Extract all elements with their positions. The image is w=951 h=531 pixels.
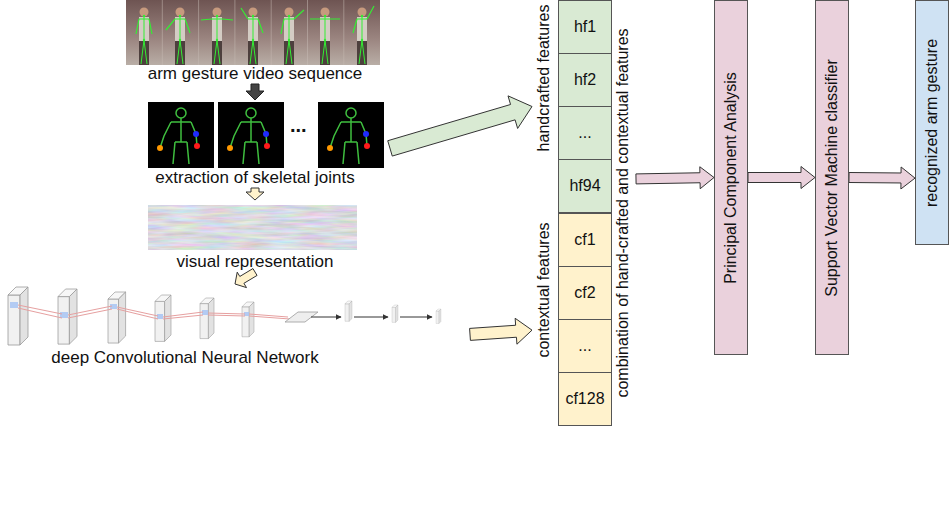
block-arrow [636, 167, 714, 189]
process-box: Principal Component Analysis [714, 0, 748, 355]
feature-group: hf1 hf2... hf94 handcrafted features [532, 0, 614, 213]
arm [241, 8, 263, 33]
kernel-patch [60, 312, 68, 318]
cell-text: ... [578, 124, 591, 142]
feature-map [200, 298, 214, 339]
feature-map [108, 292, 126, 343]
output-box: recognized arm gesture [915, 0, 949, 245]
dense-layer [345, 301, 352, 321]
group-label: handcrafted features [535, 5, 553, 152]
block-arrow [748, 167, 815, 189]
video-frame [241, 8, 263, 66]
group-label: combination of hand-crafted and contextu… [614, 28, 632, 397]
arm [201, 19, 233, 20]
arm [281, 10, 304, 34]
cnn-illustration [8, 287, 441, 345]
cell-text: hf2 [574, 71, 596, 89]
cell-text: cf1 [574, 231, 595, 249]
kernel-patch [157, 314, 163, 319]
video-ground [126, 0, 380, 65]
block-arrow [388, 96, 532, 156]
feature-cell: ... [558, 106, 612, 160]
box-label: Support Vector Machine classifier [823, 59, 841, 296]
visual-representation-image [148, 205, 357, 250]
video-frame [281, 8, 304, 66]
cell-text: ... [578, 337, 591, 355]
feature-cell: hf1 [558, 0, 612, 54]
group-label: contextual features [535, 222, 553, 357]
block-arrow [849, 167, 915, 189]
video-frame [201, 8, 233, 66]
caption: deep Convolutional Neural Network [18, 348, 352, 368]
image-panel: extraction of skeletal joints [120, 100, 390, 188]
skeleton-frame [148, 102, 214, 168]
video-strip [126, 0, 380, 65]
feature-vector: hf1 hf2... hf94 handcrafted features cf1 cf2.… [532, 0, 636, 426]
cell-text: hf94 [569, 177, 600, 195]
caption: extraction of skeletal joints [118, 168, 392, 188]
block-arrow [246, 188, 264, 200]
kernel-patch [10, 302, 18, 308]
video-frame [166, 8, 190, 66]
arm [136, 19, 152, 34]
feature-cell: ... [558, 319, 612, 373]
image-panel: arm gesture video sequence [120, 0, 390, 84]
ellipsis-mark: ... [290, 114, 307, 137]
feature-cell: hf2 [558, 53, 612, 107]
video-frame [136, 8, 152, 66]
layer-arrow [400, 317, 432, 318]
video-frame [353, 6, 374, 65]
feature-cell: hf94 [558, 159, 612, 213]
feature-group: cf1 cf2... cf128 contextual features [532, 213, 614, 426]
box-label: recognized arm gesture [923, 38, 941, 206]
cell-text: hf1 [574, 18, 596, 36]
feature-cell: cf2 [558, 266, 612, 320]
video-frame [310, 8, 340, 66]
process-box: Support Vector Machine classifier [815, 0, 849, 355]
feature-map [242, 302, 254, 337]
layer-arrow [354, 317, 388, 318]
image-panel: visual representation [120, 200, 390, 272]
feature-map [8, 287, 28, 345]
arm [166, 19, 190, 33]
feature-cell: cf1 [558, 213, 612, 267]
skeleton-frame [318, 102, 384, 168]
image-panel: deep Convolutional Neural Network [0, 284, 470, 368]
frame-separator [162, 0, 343, 65]
block-arrow [470, 318, 532, 344]
caption: arm gesture video sequence [118, 64, 392, 84]
projection-lines [18, 305, 290, 319]
arm [310, 18, 340, 19]
cell-text: cf128 [565, 390, 604, 408]
arm [353, 6, 374, 33]
feature-cell: cf128 [558, 372, 612, 426]
layer-arrow [311, 317, 341, 318]
box-label: Principal Component Analysis [722, 72, 740, 284]
dense-layer [436, 309, 441, 324]
cell-text: cf2 [574, 284, 595, 302]
caption: visual representation [118, 252, 392, 272]
block-arrow [246, 84, 264, 100]
dense-layer [392, 305, 398, 322]
skeleton-frame [218, 102, 284, 168]
